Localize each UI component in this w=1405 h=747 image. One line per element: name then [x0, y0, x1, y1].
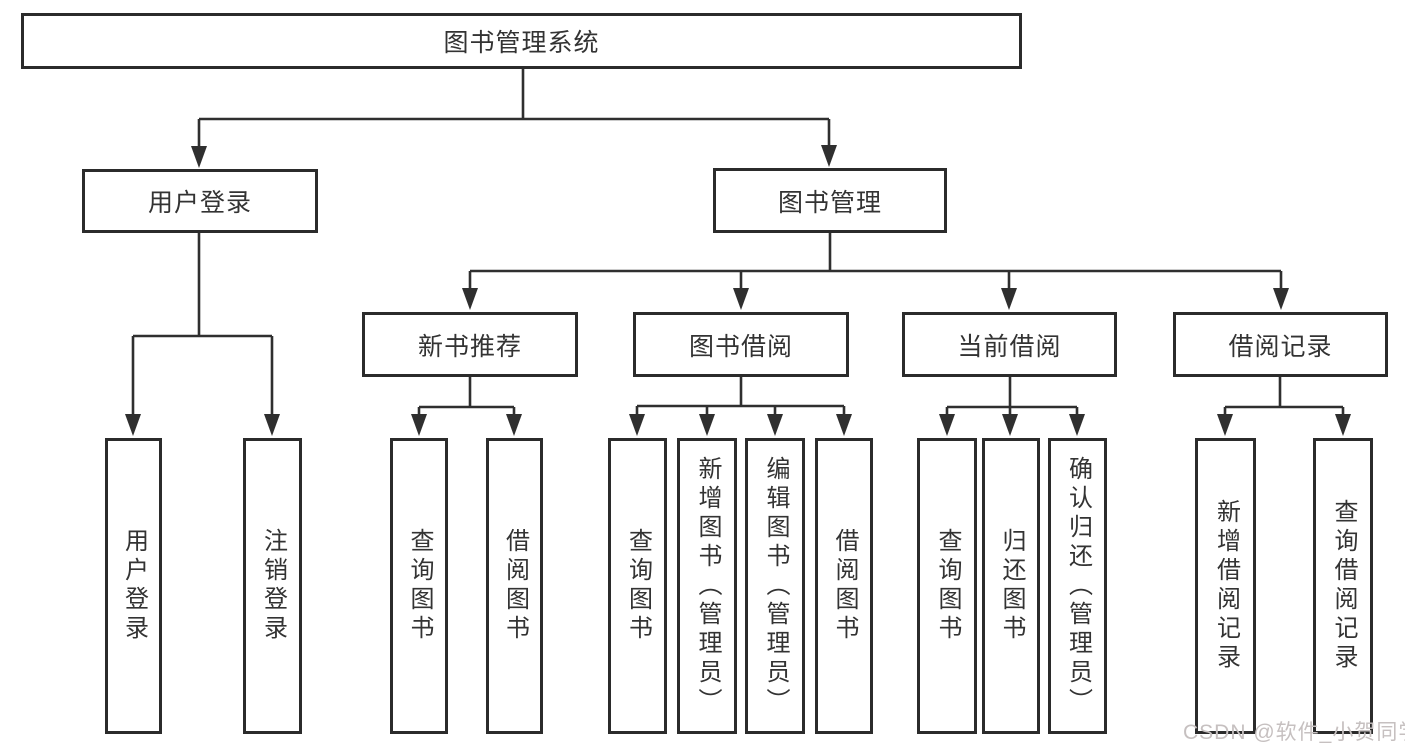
- leaf-borrow-books-newbooks: 借阅图书: [486, 438, 543, 734]
- leaf-query-books-borrowing: 查询图书: [608, 438, 667, 734]
- leaf-label: 查询图书: [934, 528, 961, 644]
- node-label: 当前借阅: [957, 332, 1062, 361]
- node-book-management: 图书管理: [713, 168, 947, 233]
- leaf-label: 确认归还（管理员）: [1064, 455, 1092, 717]
- arrowheads: [125, 145, 1351, 436]
- node-borrowing-records: 借阅记录: [1173, 312, 1388, 377]
- leaf-logout: 注销登录: [243, 438, 302, 734]
- leaf-add-books-admin: 新增图书（管理员）: [677, 438, 737, 734]
- leaf-label: 查询图书: [406, 528, 433, 644]
- leaf-label: 查询图书: [624, 528, 652, 644]
- node-label: 借阅记录: [1228, 332, 1333, 361]
- node-current-borrowing: 当前借阅: [902, 312, 1117, 377]
- node-label: 图书管理: [777, 188, 882, 217]
- leaf-query-books-newbooks: 查询图书: [390, 438, 448, 734]
- node-library-management-system: 图书管理系统: [21, 13, 1022, 69]
- leaf-label: 查询借阅记录: [1330, 499, 1357, 673]
- leaf-label: 编辑图书（管理员）: [762, 455, 789, 717]
- leaf-label: 借阅图书: [831, 528, 858, 644]
- leaf-user-login: 用户登录: [105, 438, 162, 734]
- leaf-label: 注销登录: [259, 528, 287, 644]
- node-new-book-recommendation: 新书推荐: [362, 312, 578, 377]
- leaf-return-books: 归还图书: [982, 438, 1040, 734]
- leaf-borrow-books-borrowing: 借阅图书: [815, 438, 873, 734]
- node-label: 图书借阅: [688, 332, 793, 361]
- node-label: 用户登录: [147, 189, 252, 217]
- node-label: 新书推荐: [417, 332, 522, 361]
- leaf-query-borrow-record: 查询借阅记录: [1313, 438, 1373, 734]
- leaf-label: 借阅图书: [501, 528, 529, 644]
- leaf-label: 新增借阅记录: [1212, 499, 1240, 673]
- node-book-borrowing: 图书借阅: [633, 312, 849, 377]
- csdn-watermark: CSDN @软件_小贺同学: [1183, 721, 1405, 744]
- leaf-query-books-current: 查询图书: [917, 438, 977, 734]
- leaf-add-borrow-record: 新增借阅记录: [1195, 438, 1256, 734]
- leaf-label: 用户登录: [120, 528, 148, 644]
- node-label: 图书管理系统: [443, 29, 600, 57]
- node-user-login: 用户登录: [82, 169, 318, 233]
- leaf-label: 新增图书（管理员）: [694, 455, 721, 717]
- leaf-confirm-return-admin: 确认归还（管理员）: [1048, 438, 1107, 734]
- leaf-label: 归还图书: [998, 528, 1025, 644]
- leaf-edit-books-admin: 编辑图书（管理员）: [745, 438, 805, 734]
